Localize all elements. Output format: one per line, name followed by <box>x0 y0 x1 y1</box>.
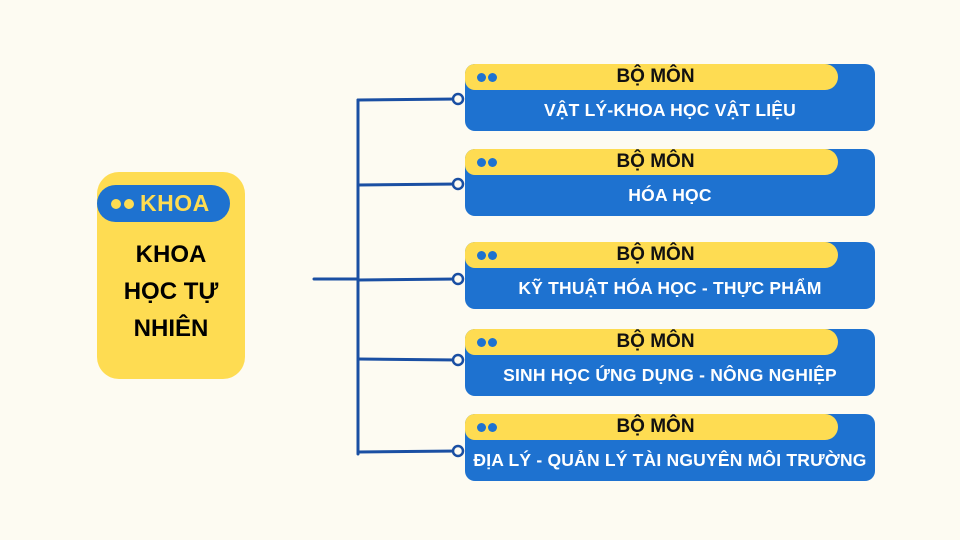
department-tag-label: BỘ MÔN <box>616 244 695 265</box>
department-name: HÓA HỌC <box>628 185 712 205</box>
department-tag: BỘ MÔN <box>465 414 838 440</box>
dots-icon <box>477 250 497 260</box>
department-tag: BỘ MÔN <box>465 329 838 355</box>
department-tag: BỘ MÔN <box>465 242 838 268</box>
dots-icon <box>477 422 497 432</box>
dots-icon <box>477 72 497 82</box>
branch-node-5 <box>451 444 465 458</box>
department-tag-label: BỘ MÔN <box>616 416 695 437</box>
department-tag: BỘ MÔN <box>465 149 838 175</box>
department-tag-label: BỘ MÔN <box>616 331 695 352</box>
department-card: BỘ MÔN KỸ THUẬT HÓA HỌC - THỰC PHẨM <box>465 242 875 309</box>
department-name: VẬT LÝ-KHOA HỌC VẬT LIỆU <box>543 100 797 120</box>
department-name: KỸ THUẬT HÓA HỌC - THỰC PHẨM <box>518 278 822 298</box>
branch-line-3 <box>356 277 460 282</box>
department-tag: BỘ MÔN <box>465 64 838 90</box>
faculty-tag-label: KHOA <box>140 190 210 216</box>
department-name: ĐỊA LÝ - QUẢN LÝ TÀI NGUYÊN MÔI TRƯỜNG <box>473 450 867 470</box>
dots-icon <box>111 198 134 209</box>
department-card: BỘ MÔN SINH HỌC ỨNG DỤNG - NÔNG NGHIỆP <box>465 329 875 396</box>
faculty-card: KHOA KHOA HỌC TỰ NHIÊN <box>97 172 245 379</box>
department-card: BỘ MÔN ĐỊA LÝ - QUẢN LÝ TÀI NGUYÊN MÔI T… <box>465 414 875 481</box>
faculty-name: KHOA HỌC TỰ NHIÊN <box>123 241 219 342</box>
department-tag-label: BỘ MÔN <box>616 151 695 172</box>
branch-line-2 <box>356 182 460 187</box>
branch-node-3 <box>451 272 465 286</box>
dots-icon <box>477 157 497 167</box>
department-name: SINH HỌC ỨNG DỤNG - NÔNG NGHIỆP <box>503 365 837 385</box>
branch-line-4 <box>356 357 460 362</box>
branch-node-2 <box>451 177 465 191</box>
branch-node-4 <box>451 353 465 367</box>
department-card: BỘ MÔN HÓA HỌC <box>465 149 875 216</box>
dots-icon <box>477 337 497 347</box>
faculty-tag-pill: KHOA <box>97 185 230 222</box>
branch-line-1 <box>356 97 460 102</box>
department-card: BỘ MÔN VẬT LÝ-KHOA HỌC VẬT LIỆU <box>465 64 875 131</box>
branch-line-5 <box>356 449 460 454</box>
department-tag-label: BỘ MÔN <box>616 66 695 87</box>
branch-node-1 <box>451 92 465 106</box>
